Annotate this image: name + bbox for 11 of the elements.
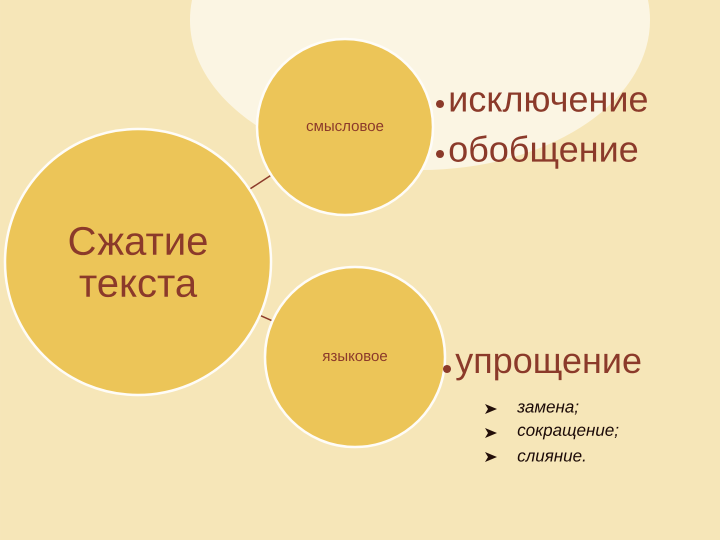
circle-node: языковое	[264, 266, 446, 448]
connector-line	[260, 315, 272, 322]
connector-line	[250, 175, 271, 190]
circle-node: смысловое	[256, 38, 434, 216]
circle-node: Сжатие текста	[4, 128, 272, 396]
bullet-item: исключение	[450, 92, 647, 112]
bullet-item: упрощение	[455, 354, 640, 380]
bullet-item: обобщение	[450, 135, 638, 169]
list-item: сокращение;	[518, 426, 618, 440]
list-item: замена;	[517, 403, 578, 415]
list-item: слияние.	[518, 452, 585, 462]
